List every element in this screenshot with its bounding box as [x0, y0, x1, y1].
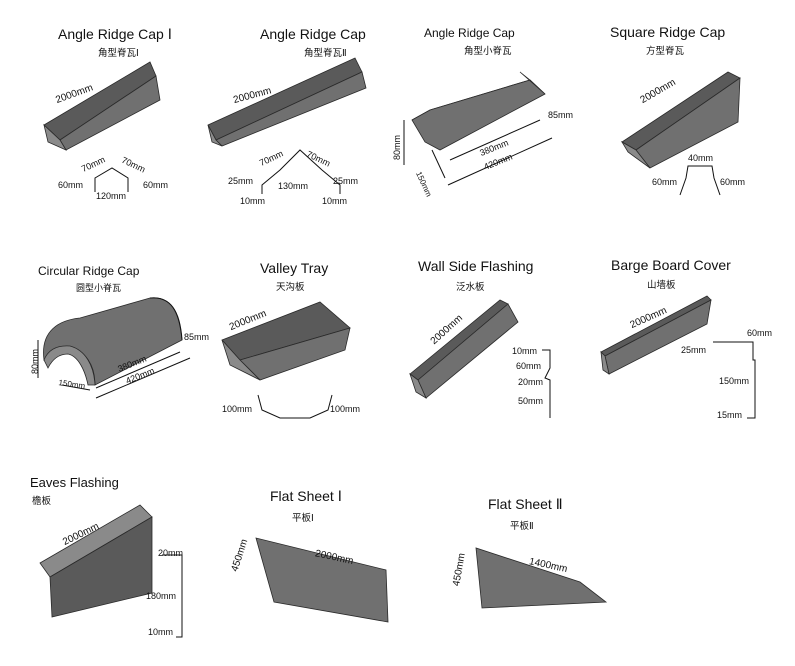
dim-right: 60mm — [143, 180, 169, 190]
dim-end: 85mm — [184, 332, 210, 342]
angle-ridge-cap-1-drawing — [43, 61, 161, 192]
product-subtitle: 泛水板 — [456, 282, 485, 293]
product-title: Eaves Flashing — [30, 475, 119, 490]
square-ridge-cap-drawing — [620, 71, 741, 196]
product-subtitle: 方型脊瓦 — [646, 46, 685, 57]
dim-d2: 60mm — [516, 361, 542, 371]
product-square-ridge-cap: Square Ridge Cap 方型脊瓦 2000mm 40mm 60mm 6… — [600, 0, 795, 220]
dim-d2: 25mm — [681, 345, 707, 355]
product-barge-board-cover: Barge Board Cover 山墙板 2000mm 60mm 25mm 1… — [595, 250, 795, 450]
valley-tray-drawing — [221, 301, 351, 419]
dim-left: 60mm — [652, 177, 678, 187]
dim-d1: 10mm — [512, 346, 538, 356]
product-subtitle: 角型脊瓦Ⅰ — [98, 48, 139, 59]
angle-ridge-cap-2-drawing — [207, 57, 367, 194]
dim-rfoot: 10mm — [322, 196, 348, 206]
product-flat-sheet-2: Flat Sheet Ⅱ 平板Ⅱ 450mm 1400mm — [430, 484, 630, 666]
product-title: Barge Board Cover — [611, 257, 731, 273]
product-title: Flat Sheet Ⅰ — [270, 488, 342, 504]
product-eaves-flashing: Eaves Flashing 檐板 2000mm 20mm 180mm 10mm — [0, 465, 200, 665]
product-wall-side-flashing: Wall Side Flashing 泛水板 2000mm 10mm 60mm … — [400, 250, 600, 450]
dim-d4: 15mm — [717, 410, 743, 420]
product-subtitle: 圆型小脊瓦 — [76, 283, 122, 293]
barge-board-cover-drawing — [600, 295, 756, 419]
product-subtitle: 角型小脊瓦 — [464, 46, 512, 57]
product-flat-sheet-1: Flat Sheet Ⅰ 平板Ⅰ 450mm 2000mm — [210, 480, 410, 666]
product-subtitle: 山墙板 — [647, 280, 676, 291]
dim-top: 40mm — [688, 153, 714, 163]
dim-right: 60mm — [720, 177, 746, 187]
product-subtitle: 天沟板 — [276, 282, 305, 293]
eaves-flashing-drawing — [39, 504, 183, 638]
product-title: Wall Side Flashing — [418, 258, 534, 274]
dim-left: 60mm — [58, 180, 84, 190]
dim-end: 85mm — [548, 110, 574, 120]
product-subtitle: 平板Ⅱ — [510, 521, 534, 532]
dim-h: 80mm — [392, 134, 402, 160]
dim-left: 100mm — [222, 404, 253, 414]
product-title: Circular Ridge Cap — [38, 264, 140, 278]
product-subtitle: 平板Ⅰ — [292, 513, 314, 524]
dim-d3: 20mm — [518, 377, 544, 387]
circular-ridge-cap-drawing — [37, 297, 191, 399]
product-subtitle: 檐板 — [32, 496, 52, 507]
dim-left: 25mm — [228, 176, 254, 186]
product-circular-ridge-cap: Circular Ridge Cap 圆型小脊瓦 80mm 150mm 380m… — [0, 250, 210, 450]
product-title: Angle Ridge Cap — [424, 26, 515, 40]
product-valley-tray: Valley Tray 天沟板 2000mm 100mm 100mm — [210, 250, 410, 450]
flat-sheet-1-drawing — [255, 537, 389, 623]
dim-d2: 180mm — [146, 591, 177, 601]
dim-right: 100mm — [330, 404, 361, 414]
flat-sheet-2-drawing — [475, 547, 608, 609]
dim-lfoot: 10mm — [240, 196, 266, 206]
dim-d1: 20mm — [158, 548, 184, 558]
product-angle-ridge-cap-1: Angle Ridge Cap Ⅰ 角型脊瓦Ⅰ 2000mm 70mm 70mm… — [0, 0, 200, 220]
dim-base: 120mm — [96, 191, 127, 201]
product-title: Angle Ridge Cap Ⅰ — [58, 26, 172, 42]
product-title: Angle Ridge Cap — [260, 26, 366, 42]
dim-base: 130mm — [278, 181, 309, 191]
product-title: Valley Tray — [260, 260, 329, 276]
product-title: Square Ridge Cap — [610, 24, 726, 40]
angle-ridge-cap-small-drawing — [403, 71, 553, 186]
dim-d3: 150mm — [719, 376, 750, 386]
product-angle-ridge-cap-small: Angle Ridge Cap 角型小脊瓦 80mm 150mm 380mm 4… — [390, 0, 600, 220]
dim-right: 25mm — [333, 176, 359, 186]
dim-d4: 50mm — [518, 396, 544, 406]
dim-d3: 10mm — [148, 627, 174, 637]
dim-d1: 60mm — [747, 328, 773, 338]
wall-side-flashing-drawing — [409, 299, 551, 418]
product-title: Flat Sheet Ⅱ — [488, 496, 563, 512]
dim-h: 80mm — [30, 348, 40, 374]
product-subtitle: 角型脊瓦Ⅱ — [304, 48, 347, 59]
product-angle-ridge-cap-2: Angle Ridge Cap 角型脊瓦Ⅱ 2000mm 70mm 70mm 2… — [200, 0, 400, 220]
